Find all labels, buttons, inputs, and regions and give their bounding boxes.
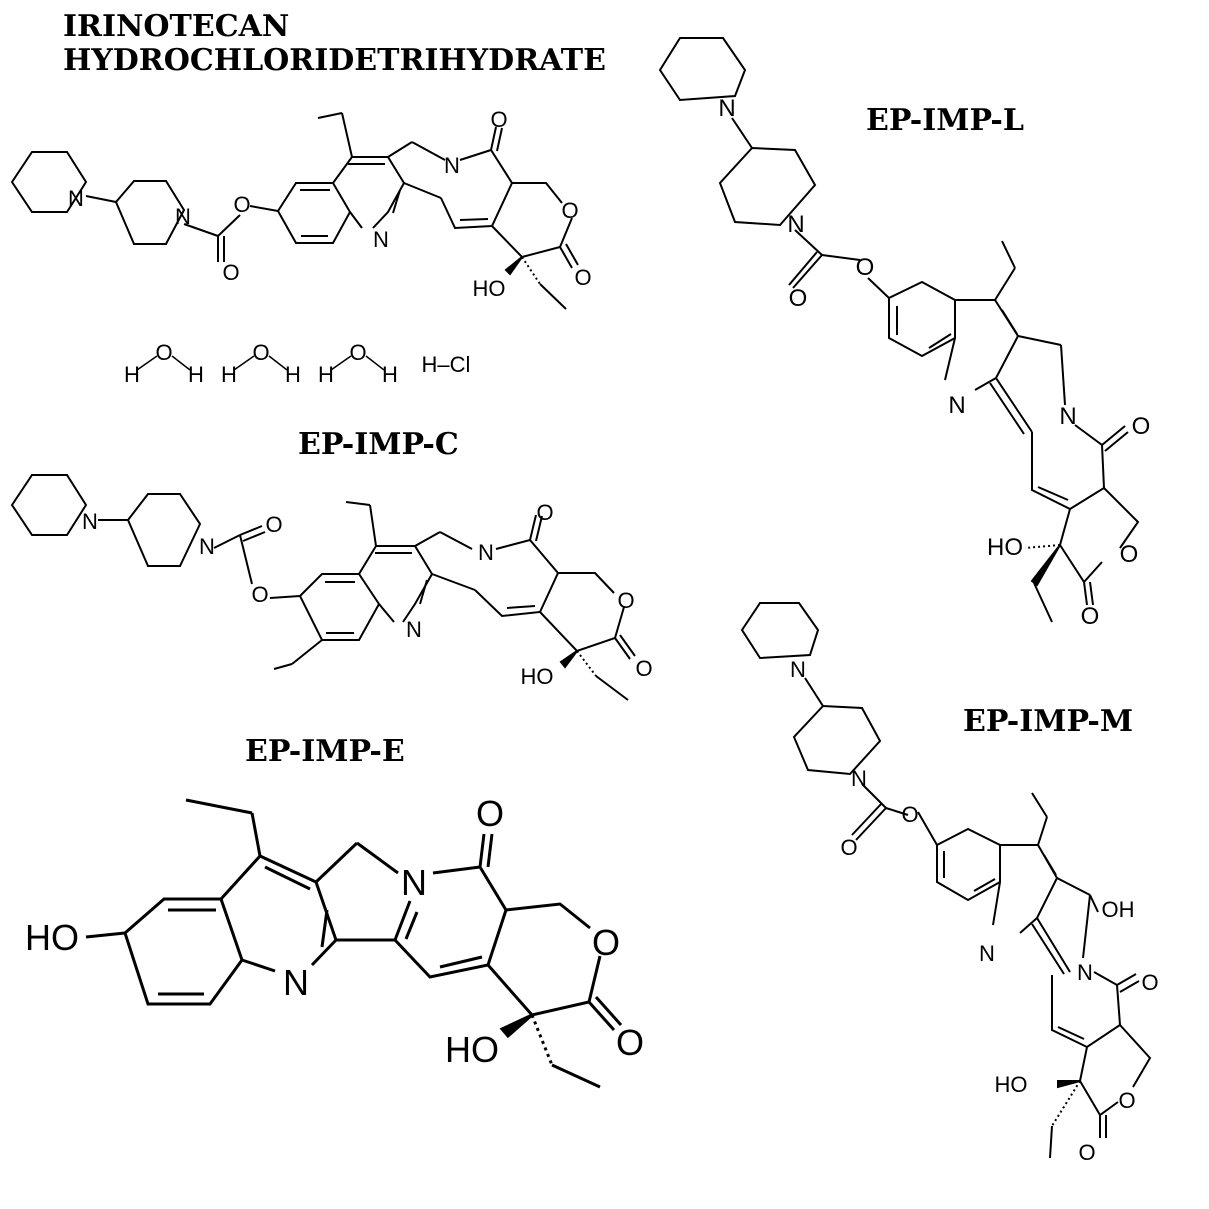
- salt-atom: H: [285, 362, 301, 387]
- salt-atom: O: [349, 340, 366, 365]
- atom-label: O: [1081, 603, 1100, 630]
- atom-label: O: [1132, 413, 1151, 440]
- atom-label: N: [1059, 403, 1076, 430]
- atom-label: O: [574, 265, 591, 290]
- atom-label: O: [476, 793, 504, 834]
- atom-label: O: [1141, 970, 1158, 995]
- ep-imp-m-structure: [740, 602, 1152, 1159]
- ep-imp-l-structure: [658, 37, 1140, 623]
- irinotecan-title-line-1: IRINOTECAN: [63, 9, 290, 44]
- ep-imp-c-structure: [10, 474, 636, 701]
- atom-label: O: [616, 1022, 644, 1063]
- irinotecan-salt-waters: H O H H O H H O H H–Cl: [124, 340, 470, 387]
- irinotecan-structure: [10, 112, 579, 310]
- salt-atom: O: [155, 340, 172, 365]
- salt-hcl: H–Cl: [422, 352, 471, 377]
- ep-imp-m-title: EP-IMP-M: [963, 704, 1134, 739]
- irinotecan-title: IRINOTECAN HYDROCHLORIDETRIHYDRATE: [63, 10, 606, 78]
- atom-label: O: [635, 656, 652, 681]
- ep-imp-l-title: EP-IMP-L: [866, 103, 1024, 138]
- atom-label: HO: [25, 917, 79, 958]
- salt-atom: H: [221, 362, 237, 387]
- atom-label: HO: [445, 1029, 499, 1070]
- atom-label: O: [901, 802, 918, 827]
- atom-label: O: [561, 198, 578, 223]
- atom-label: O: [222, 260, 239, 285]
- atom-label: HO: [521, 664, 554, 689]
- atom-label: N: [373, 227, 389, 252]
- ep-imp-l-atom-labels: N N O O N N O HO O O: [718, 95, 1150, 630]
- ep-imp-e-title: EP-IMP-E: [245, 734, 405, 769]
- atom-label: N: [401, 862, 427, 903]
- atom-label: N: [979, 941, 995, 966]
- irinotecan-title-line-2: HYDROCHLORIDETRIHYDRATE: [63, 43, 606, 78]
- ep-imp-m-atom-labels: N N O O OH N N O HO O O: [790, 657, 1159, 1165]
- atom-label: HO: [995, 1072, 1028, 1097]
- atom-label: N: [406, 617, 422, 642]
- atom-label: N: [478, 540, 494, 565]
- atom-label: N: [1077, 960, 1093, 985]
- salt-atom: H: [318, 362, 334, 387]
- atom-label: N: [82, 509, 98, 534]
- atom-label: N: [175, 204, 191, 229]
- atom-label: O: [856, 254, 875, 281]
- atom-label: N: [68, 186, 84, 211]
- atom-label: O: [1120, 541, 1139, 568]
- ep-imp-e-atom-labels: HO N N O O HO O: [25, 793, 644, 1070]
- salt-atom: H: [382, 362, 398, 387]
- salt-atom: H: [188, 362, 204, 387]
- atom-label: N: [790, 657, 806, 682]
- atom-label: HO: [987, 534, 1023, 561]
- ep-imp-c-atom-labels: N N O O N N O O HO O: [82, 500, 653, 689]
- salt-atom: H: [124, 362, 140, 387]
- atom-label: N: [718, 95, 735, 122]
- atom-label: N: [199, 534, 215, 559]
- irinotecan-atom-labels: N N O O N N O O O HO: [68, 107, 592, 301]
- ep-imp-c-title: EP-IMP-C: [298, 427, 459, 462]
- atom-label: N: [283, 962, 309, 1003]
- atom-label: N: [851, 766, 867, 791]
- atom-label: O: [617, 588, 634, 613]
- ep-imp-e-structure: [85, 798, 623, 1089]
- atom-label: O: [840, 835, 857, 860]
- atom-label: N: [444, 153, 460, 178]
- atom-label: O: [251, 582, 268, 607]
- atom-label: N: [787, 211, 804, 238]
- atom-label: N: [948, 392, 965, 419]
- atom-label: O: [789, 285, 808, 312]
- atom-label: O: [1078, 1140, 1095, 1165]
- atom-label: O: [1118, 1088, 1135, 1113]
- salt-atom: O: [252, 340, 269, 365]
- atom-label: HO: [473, 276, 506, 301]
- atom-label: O: [536, 500, 553, 525]
- atom-label: O: [592, 922, 620, 963]
- atom-label: O: [233, 192, 250, 217]
- atom-label: OH: [1102, 897, 1135, 922]
- atom-label: O: [265, 512, 282, 537]
- atom-label: O: [490, 107, 507, 132]
